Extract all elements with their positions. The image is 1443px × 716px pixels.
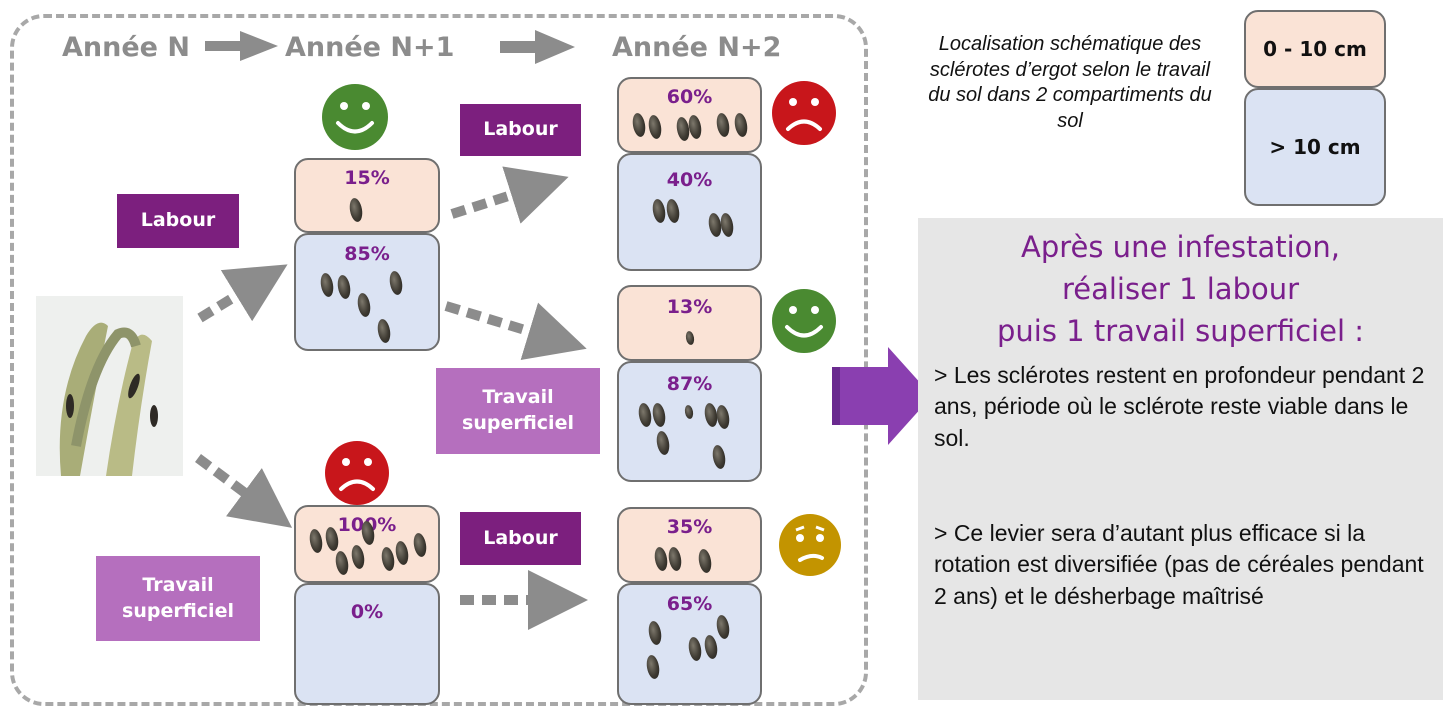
sclerote-icon (703, 634, 719, 660)
sclerote-icon (715, 404, 731, 430)
happy-face-icon-n1 (322, 84, 388, 150)
soil-box-n2-labour-travail-top: 13% (617, 285, 762, 361)
header-arrow-1 (205, 31, 278, 61)
practice-travail-line2: superficiel (122, 599, 234, 622)
sclerote-icon (645, 654, 661, 680)
sclerote-icon (697, 548, 713, 574)
practice-label-labour-n1: Labour (117, 194, 239, 248)
legend-caption: Localisation schématique des sclérotes d… (928, 33, 1212, 132)
percent-label: 87% (666, 373, 713, 395)
sclerote-icon (631, 112, 647, 138)
panel-paragraph-1: > Les sclérotes restent en profondeur pe… (934, 362, 1425, 451)
sclerote-icon (733, 112, 749, 138)
happy-face-icon-n2-middle (772, 289, 836, 353)
sclerote-icon (715, 614, 731, 640)
flow-arrow-labour-to-labour (450, 166, 569, 224)
practice-travail-line1: Travail (142, 573, 214, 596)
sclerote-icon (637, 402, 653, 428)
soil-box-n1-labour-bottom: 85% (294, 233, 440, 351)
year-n-label: Année N (62, 32, 190, 63)
sclerote-icon (651, 402, 667, 428)
soil-box-n1-travail-bottom: 0% (294, 583, 440, 705)
sclerote-icon (715, 112, 731, 138)
sclerote-icon (647, 114, 663, 140)
sclerote-icon (653, 546, 669, 572)
sclerote-icon (388, 270, 404, 296)
flow-arrow-n-to-labour (197, 264, 288, 323)
sclerote-icon (687, 114, 703, 140)
percent-label: 35% (666, 516, 713, 538)
sclerote-icon (665, 198, 681, 224)
percent-label: 0% (350, 601, 384, 623)
practice-label-travail-n2: Travail superficiel (436, 368, 600, 454)
diagram-frame (10, 14, 868, 706)
right-arrow-icon (832, 347, 932, 445)
sclerote-icon (687, 636, 703, 662)
sclerote-icon (348, 197, 364, 223)
sclerote-icon (334, 550, 350, 576)
year-n1-label: Année N+1 (285, 32, 455, 63)
percent-label: 13% (666, 296, 713, 318)
soil-box-n1-labour-top: 15% (294, 158, 440, 233)
practice-label-travail-n1: Travail superficiel (96, 556, 260, 641)
sclerote-icon (684, 330, 696, 346)
practice-label-labour-n2-top: Labour (460, 104, 581, 156)
soil-box-n2-labour-travail-bottom: 87% (617, 361, 762, 482)
sclerote-icon (667, 546, 683, 572)
sclerote-icon (651, 198, 667, 224)
soil-box-n2-travail-labour-top: 35% (617, 507, 762, 583)
sclerote-icon (376, 318, 392, 344)
legend-key-deep-soil: > 10 cm (1244, 88, 1386, 206)
diagram-arrows (195, 30, 841, 630)
sclerote-icon (394, 540, 410, 566)
percent-label: 65% (666, 593, 713, 615)
sclerote-icon (655, 430, 671, 456)
panel-title-line3: puis 1 travail superficiel : (997, 314, 1364, 348)
sclerote-icon (380, 546, 396, 572)
sclerote-icon (683, 404, 695, 420)
recommendation-panel: Après une infestation, réaliser 1 labour… (918, 218, 1443, 700)
panel-title-line2: réaliser 1 labour (1061, 272, 1300, 306)
soil-box-n2-travail-labour-bottom: 65% (617, 583, 762, 705)
sclerote-icon (336, 274, 352, 300)
header-arrow-2 (500, 30, 575, 64)
practice-label-labour-n2-bottom: Labour (460, 512, 581, 565)
sclerote-icon (719, 212, 735, 238)
sad-face-icon-n2-top (772, 81, 836, 145)
sclerote-icon (711, 444, 727, 470)
flow-arrow-labour-to-travail (444, 301, 587, 360)
percent-label: 85% (344, 243, 390, 265)
soil-box-n1-travail-top: 100% (294, 505, 440, 583)
flow-arrow-n-to-travail (195, 453, 293, 528)
sclerote-icon (350, 544, 366, 570)
legend-key-top-soil: 0 - 10 cm (1244, 10, 1386, 88)
year-n2-label: Année N+2 (612, 32, 782, 63)
percent-label: 40% (666, 169, 713, 191)
panel-paragraph-2: > Ce levier sera d’autant plus efficace … (934, 520, 1424, 609)
soil-box-n2-labour-labour-bottom: 40% (617, 153, 762, 271)
percent-label: 60% (666, 86, 713, 108)
soil-box-n2-labour-labour-top: 60% (617, 77, 762, 153)
sad-face-icon-n1 (325, 441, 389, 505)
sclerote-icon (647, 620, 663, 646)
worried-face-icon-n2-bottom (779, 514, 841, 576)
practice-travail-line1: Travail (482, 386, 554, 409)
panel-title-line1: Après une infestation, (1020, 230, 1341, 264)
percent-label: 15% (344, 167, 390, 189)
ergot-infested-ear-image (36, 296, 183, 476)
sclerote-icon (356, 292, 372, 318)
sclerote-icon (319, 272, 335, 298)
practice-travail-line2: superficiel (462, 412, 574, 434)
